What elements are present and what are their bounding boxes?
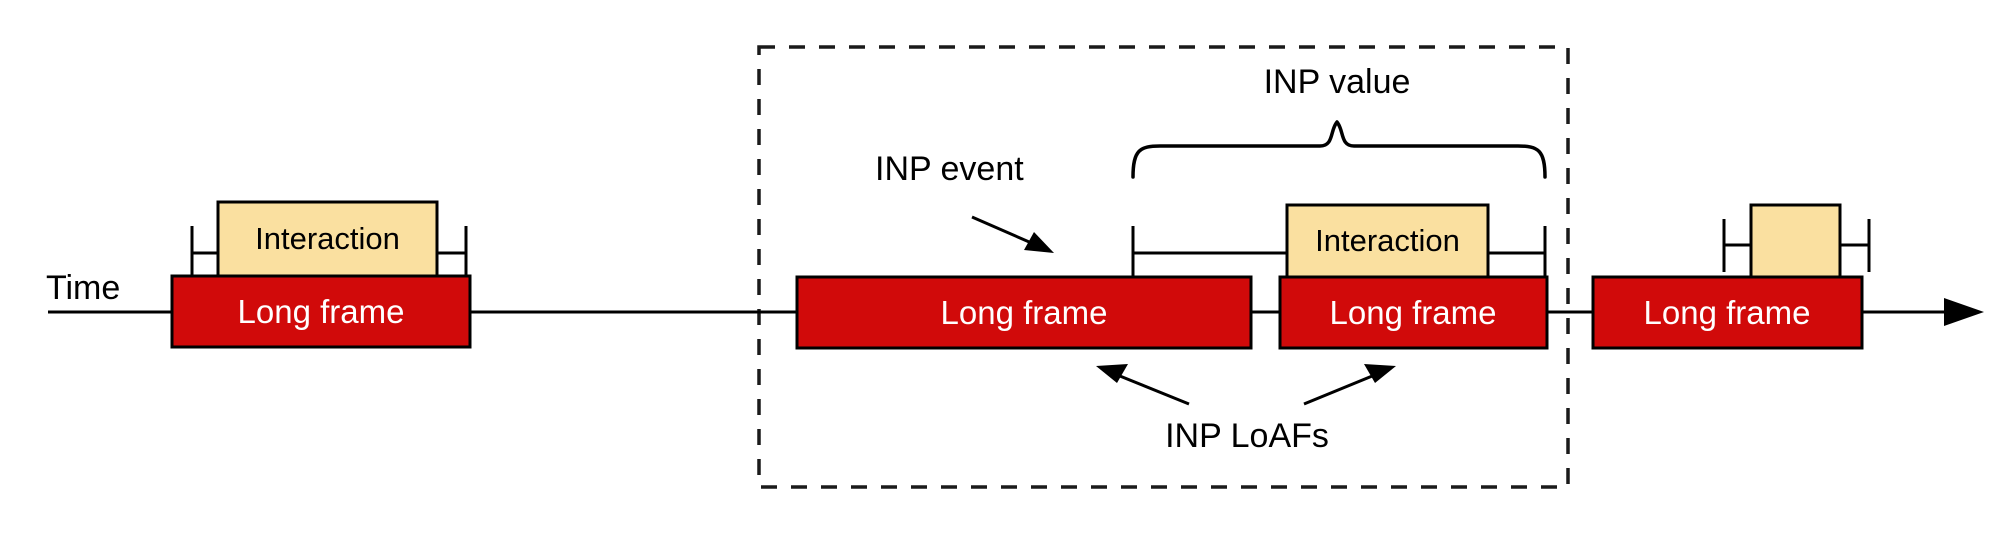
interaction-box-1-label: Interaction [255,221,400,256]
long-frame-box-4 [1591,275,1864,350]
interaction-box-2-label: Interaction [1315,223,1460,258]
interaction-box-3 [1749,203,1842,279]
inp-loafs-callout-line-right [1303,370,1383,406]
time-axis-label: Time [46,269,120,307]
arrow-right-icon [1944,298,1984,326]
inp-loafs-callout-line-left [1109,370,1190,406]
long-frame-box-2-label: Long frame [941,294,1108,331]
inp-region-dashed-box [757,45,1570,489]
inp-loafs-arrow-right-icon [1364,364,1396,383]
inp-loafs-arrow-left-icon [1096,364,1128,383]
long-frame-box-1-label: Long frame [238,293,405,330]
inp-event-label: INP event [875,150,1024,188]
inp-event-arrow-icon [1024,232,1054,253]
long-frame-box-4-label: Long frame [1644,294,1811,331]
inp-value-label: INP value [1264,63,1411,101]
long-frame-box-1 [170,274,472,349]
interaction-box-1 [216,200,439,278]
interaction-box-2 [1285,203,1490,279]
long-frame-box-3 [1278,275,1549,350]
inp-loafs-label: INP LoAFs [1165,417,1329,455]
long-frame-box-3-label: Long frame [1330,294,1497,331]
long-frame-box-2 [795,275,1253,350]
inp-value-brace [1131,120,1547,179]
